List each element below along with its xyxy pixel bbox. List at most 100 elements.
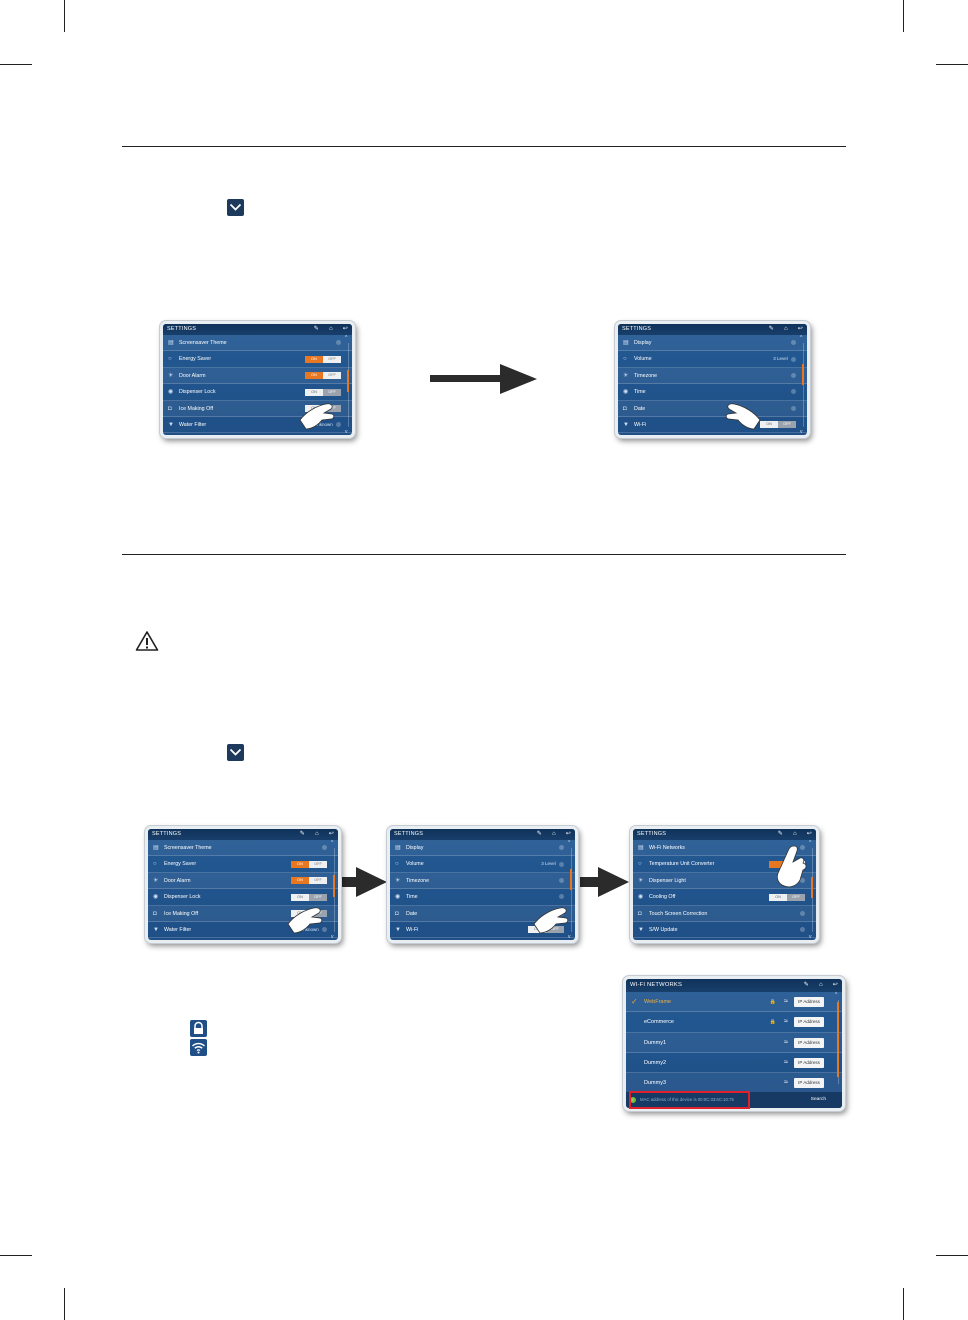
toggle-on[interactable]: ON bbox=[291, 877, 309, 885]
ip-address-button[interactable]: IP Address bbox=[794, 1057, 824, 1068]
toggle-off[interactable]: OFF bbox=[323, 355, 341, 363]
back-icon[interactable]: ↩ bbox=[806, 831, 812, 837]
back-icon[interactable]: ↩ bbox=[328, 831, 334, 837]
ip-address-button[interactable]: IP Address bbox=[794, 997, 824, 1007]
toggle-on[interactable]: ON bbox=[305, 372, 323, 380]
chevron-up-icon[interactable]: ^ bbox=[800, 335, 803, 341]
toggle-off[interactable]: OFF bbox=[309, 877, 327, 885]
settings-row[interactable]: ▤Screensaver Theme bbox=[163, 335, 352, 352]
home-icon[interactable]: ⌂ bbox=[551, 831, 556, 837]
chevron-up-icon[interactable]: ^ bbox=[568, 840, 571, 846]
scrollbar[interactable]: ^v bbox=[568, 840, 573, 940]
chevron-up-icon[interactable]: ^ bbox=[331, 840, 334, 846]
network-row[interactable]: Dummy1≈IP Address bbox=[626, 1032, 842, 1053]
edit-icon[interactable]: ✎ bbox=[777, 831, 783, 837]
scrollbar[interactable]: ^v bbox=[345, 335, 350, 435]
chevron-down-icon[interactable]: v bbox=[800, 429, 803, 435]
scrollbar[interactable]: ^v bbox=[809, 840, 814, 940]
toggle-on[interactable]: ON bbox=[528, 926, 546, 934]
back-icon[interactable]: ↩ bbox=[797, 326, 803, 332]
chevron-down-icon[interactable]: v bbox=[568, 934, 571, 940]
chevron-down-icon[interactable]: v bbox=[345, 429, 348, 435]
settings-row[interactable]: ☀Timezone bbox=[618, 367, 807, 385]
settings-row[interactable]: ☀Timezone bbox=[390, 872, 575, 890]
home-icon[interactable]: ⌂ bbox=[818, 982, 823, 988]
settings-row[interactable]: ▤Screensaver Theme bbox=[148, 840, 338, 857]
toggle-on[interactable]: ON bbox=[291, 893, 309, 901]
settings-row[interactable]: ◉Time bbox=[618, 384, 807, 401]
settings-row[interactable]: ◘Touch Screen Correction bbox=[633, 905, 816, 922]
search-button[interactable]: Search bbox=[810, 1097, 826, 1102]
ip-address-button[interactable]: IP Address bbox=[794, 1037, 824, 1048]
toggle-on[interactable]: ON bbox=[305, 388, 323, 396]
ip-address-button[interactable]: IP Address bbox=[794, 1078, 824, 1089]
back-icon[interactable]: ↩ bbox=[565, 831, 571, 837]
edit-icon[interactable]: ✎ bbox=[299, 831, 305, 837]
toggle-off[interactable]: OFF bbox=[778, 421, 796, 429]
toggle-on[interactable]: ON bbox=[305, 355, 323, 363]
edit-icon[interactable]: ✎ bbox=[313, 326, 319, 332]
network-row[interactable]: eCommerce🔒≈IP Address bbox=[626, 1012, 842, 1033]
network-row[interactable]: Dummy2≈IP Address bbox=[626, 1053, 842, 1074]
back-icon[interactable]: ↩ bbox=[342, 326, 348, 332]
chevron-down-icon[interactable]: v bbox=[331, 934, 334, 940]
toggle-off[interactable]: OFF bbox=[309, 893, 327, 901]
scroll-thumb[interactable] bbox=[333, 875, 335, 897]
ip-address-button[interactable]: IP Address bbox=[794, 1017, 824, 1028]
toggle-off[interactable]: OFF bbox=[323, 388, 341, 396]
edit-icon[interactable]: ✎ bbox=[536, 831, 542, 837]
chevron-up-icon[interactable]: ^ bbox=[809, 840, 812, 846]
chevron-up-icon[interactable]: ^ bbox=[345, 335, 348, 341]
settings-row[interactable]: ◘Date bbox=[618, 400, 807, 417]
toggle-on[interactable]: ON bbox=[760, 421, 778, 429]
edit-icon[interactable]: ✎ bbox=[768, 326, 774, 332]
toggle-off[interactable]: OFF bbox=[787, 893, 805, 901]
settings-row[interactable]: ◉Time bbox=[390, 889, 575, 906]
settings-row[interactable]: ▤Display bbox=[390, 840, 575, 857]
chevron-down-icon[interactable]: v bbox=[809, 934, 812, 940]
scrollbar[interactable]: ^v bbox=[331, 840, 336, 940]
settings-row[interactable]: ▤Display bbox=[618, 335, 807, 352]
scroll-thumb[interactable] bbox=[347, 370, 349, 392]
toggle-off[interactable]: OFF bbox=[546, 926, 564, 934]
toggle-on[interactable]: ON bbox=[769, 893, 787, 901]
settings-row[interactable]: ▤Wi-Fi Networks bbox=[633, 840, 816, 857]
network-row[interactable]: ✓WebFrame🔒≈IP Address bbox=[626, 992, 842, 1013]
home-icon[interactable]: ⌂ bbox=[783, 326, 788, 332]
toggle-on[interactable] bbox=[769, 860, 787, 868]
toggle-on[interactable]: ON bbox=[291, 860, 309, 868]
settings-row[interactable]: ▼S/W Update bbox=[633, 922, 816, 939]
back-icon[interactable]: ↩ bbox=[832, 982, 838, 988]
home-icon[interactable]: ⌂ bbox=[792, 831, 797, 837]
home-icon[interactable]: ⌂ bbox=[328, 326, 333, 332]
scroll-thumb[interactable] bbox=[570, 868, 572, 890]
edit-icon[interactable]: ✎ bbox=[803, 982, 809, 988]
toggle-off[interactable]: OFF bbox=[309, 860, 327, 868]
toggle-off[interactable]: OFF bbox=[323, 372, 341, 380]
scroll-thumb[interactable] bbox=[811, 876, 813, 898]
scroll-thumb[interactable] bbox=[802, 363, 804, 385]
scrollbar[interactable]: ^v bbox=[800, 335, 805, 435]
